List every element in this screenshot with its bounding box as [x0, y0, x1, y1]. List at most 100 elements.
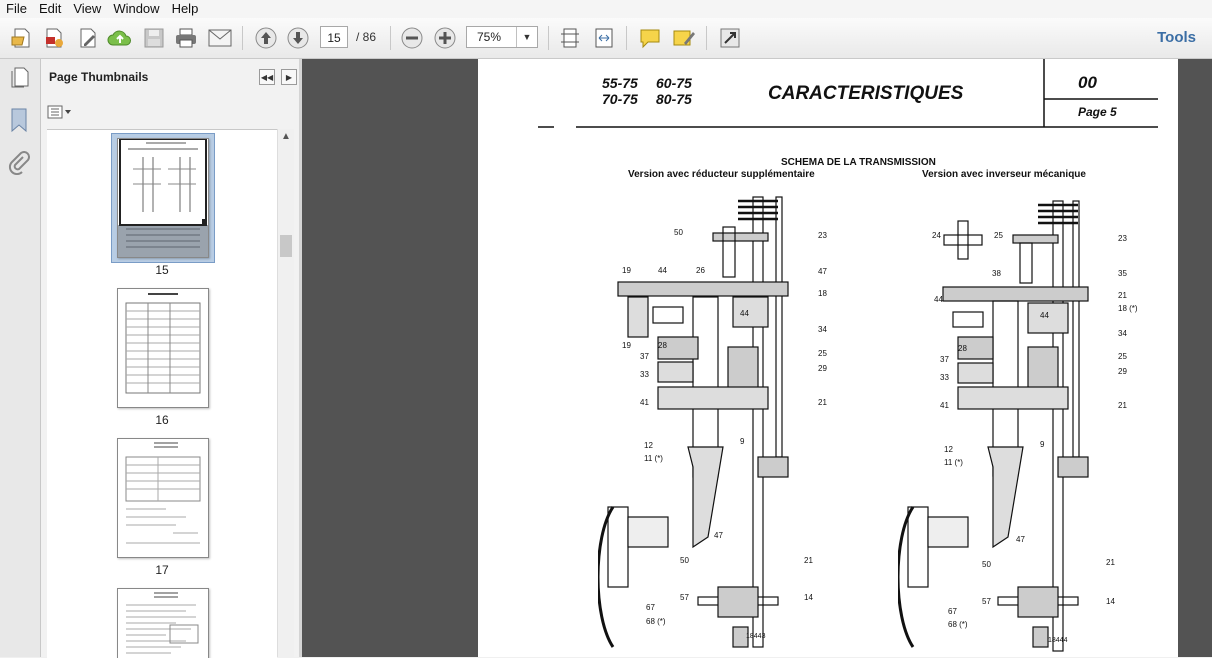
highlight-button[interactable] [670, 24, 698, 52]
document-view[interactable]: 55-75 60-75 70-75 80-75 CARACTERISTIQUES… [302, 59, 1212, 657]
zoom-in-button[interactable] [431, 24, 459, 52]
part-label: 44 [740, 309, 749, 318]
next-page-button[interactable] [284, 24, 312, 52]
fit-window-button[interactable] [590, 24, 618, 52]
part-label: 25 [1118, 352, 1127, 361]
part-label: 25 [994, 231, 1003, 240]
page-thumbnails-nav-button[interactable] [8, 65, 32, 92]
toolbar: 15 / 86 75% ▼ Tools [0, 18, 1212, 59]
left-subtitle: Version avec réducteur supplémentaire [628, 169, 815, 180]
part-label: 19 [622, 266, 631, 275]
menu-help[interactable]: Help [171, 1, 199, 16]
upload-cloud-button[interactable] [106, 24, 134, 52]
right-subtitle: Version avec inverseur mécanique [922, 169, 1086, 180]
header-rules [538, 59, 1158, 128]
arrow-up-icon [255, 27, 277, 49]
print-button[interactable] [172, 24, 200, 52]
panel-splitter[interactable] [299, 59, 302, 657]
part-label: 24 [932, 231, 941, 240]
panel-title: Page Thumbnails [49, 70, 149, 84]
panel-header: Page Thumbnails ◀◀ ▶ [41, 59, 299, 99]
bookmarks-nav-button[interactable] [8, 107, 30, 136]
part-label: 12 [944, 445, 953, 454]
drawing-reference: 18444 [1048, 637, 1068, 644]
toolbar-separator [548, 26, 549, 50]
menu-edit[interactable]: Edit [38, 1, 62, 16]
part-label: 44 [658, 266, 667, 275]
page-number-input[interactable]: 15 [320, 26, 348, 48]
part-label: 23 [818, 231, 827, 240]
thumbnail-page[interactable] [117, 438, 209, 558]
speech-bubble-icon [640, 29, 660, 49]
fullscreen-button[interactable] [716, 24, 744, 52]
toolbar-separator [242, 26, 243, 50]
expand-panel-button[interactable]: ▶ [281, 69, 297, 85]
thumbnail-page[interactable] [117, 588, 209, 658]
part-label: 21 [1118, 401, 1127, 410]
part-label: 67 [646, 603, 655, 612]
scrollbar-thumb[interactable] [280, 235, 292, 257]
thumbnail-options-button[interactable] [47, 103, 75, 121]
part-label: 29 [818, 364, 827, 373]
part-label: 21 [804, 556, 813, 565]
part-label: 23 [1118, 234, 1127, 243]
drawing-reference: 18443 [746, 633, 766, 640]
part-label: 33 [940, 373, 949, 382]
toolbar-separator [626, 26, 627, 50]
save-button[interactable] [140, 24, 168, 52]
model-number: 80-75 [656, 91, 692, 107]
zoom-select[interactable]: 75% ▼ [466, 26, 538, 48]
chevron-down-icon[interactable]: ▼ [516, 27, 537, 47]
page-label: Page 5 [1078, 105, 1117, 119]
edit-pdf-icon [80, 28, 96, 48]
thumbnail-preview [125, 293, 201, 394]
page-thumbnails-panel: Page Thumbnails ◀◀ ▶ 15 [41, 59, 299, 658]
previous-page-button[interactable] [252, 24, 280, 52]
part-label: 9 [740, 437, 745, 446]
menu-bar: File Edit View Window Help [0, 0, 1212, 18]
part-label: 41 [940, 401, 949, 410]
menu-file[interactable]: File [6, 1, 27, 16]
thumbnail-preview [126, 592, 199, 654]
part-label: 34 [1118, 329, 1127, 338]
part-label: 37 [940, 355, 949, 364]
bookmark-icon [11, 108, 27, 133]
options-icon [47, 105, 71, 119]
part-label: 9 [1040, 440, 1045, 449]
schema-title: SCHEMA DE LA TRANSMISSION [781, 157, 936, 168]
part-label: 11 (*) [644, 454, 663, 463]
email-button[interactable] [206, 24, 234, 52]
toolbar-separator [706, 26, 707, 50]
thumbnail-list[interactable]: 15 16 17 [47, 129, 277, 658]
part-label: 19 [622, 341, 631, 350]
edit-pdf-button[interactable] [74, 24, 102, 52]
menu-window[interactable]: Window [113, 1, 160, 16]
create-pdf-button[interactable] [40, 24, 68, 52]
chevron-up-icon[interactable]: ▲ [281, 131, 291, 142]
part-label: 37 [640, 352, 649, 361]
thumbnail-page[interactable] [117, 138, 209, 258]
highlighter-icon [673, 30, 695, 46]
pages-icon [11, 67, 29, 88]
part-label: 44 [1040, 311, 1049, 320]
part-label: 38 [992, 269, 1001, 278]
open-file-button[interactable] [8, 24, 36, 52]
tools-button[interactable]: Tools [1157, 29, 1196, 46]
thumbnail-scrollbar[interactable]: ▲ [277, 129, 294, 657]
model-number: 55-75 [602, 75, 638, 91]
scrolling-mode-button[interactable] [556, 24, 584, 52]
zoom-out-button[interactable] [398, 24, 426, 52]
menu-view[interactable]: View [73, 1, 102, 16]
comment-button[interactable] [636, 24, 664, 52]
part-label: 50 [982, 560, 991, 569]
fit-page-icon [561, 28, 579, 48]
attachments-nav-button[interactable] [8, 151, 30, 178]
part-label: 47 [818, 267, 827, 276]
part-label: 57 [680, 593, 689, 602]
thumbnail-page[interactable] [117, 288, 209, 408]
collapse-panel-button[interactable]: ◀◀ [259, 69, 275, 85]
document-page: 55-75 60-75 70-75 80-75 CARACTERISTIQUES… [478, 59, 1178, 657]
navigation-icon-bar [0, 59, 41, 657]
open-file-icon [11, 28, 30, 48]
part-label: 28 [958, 344, 967, 353]
